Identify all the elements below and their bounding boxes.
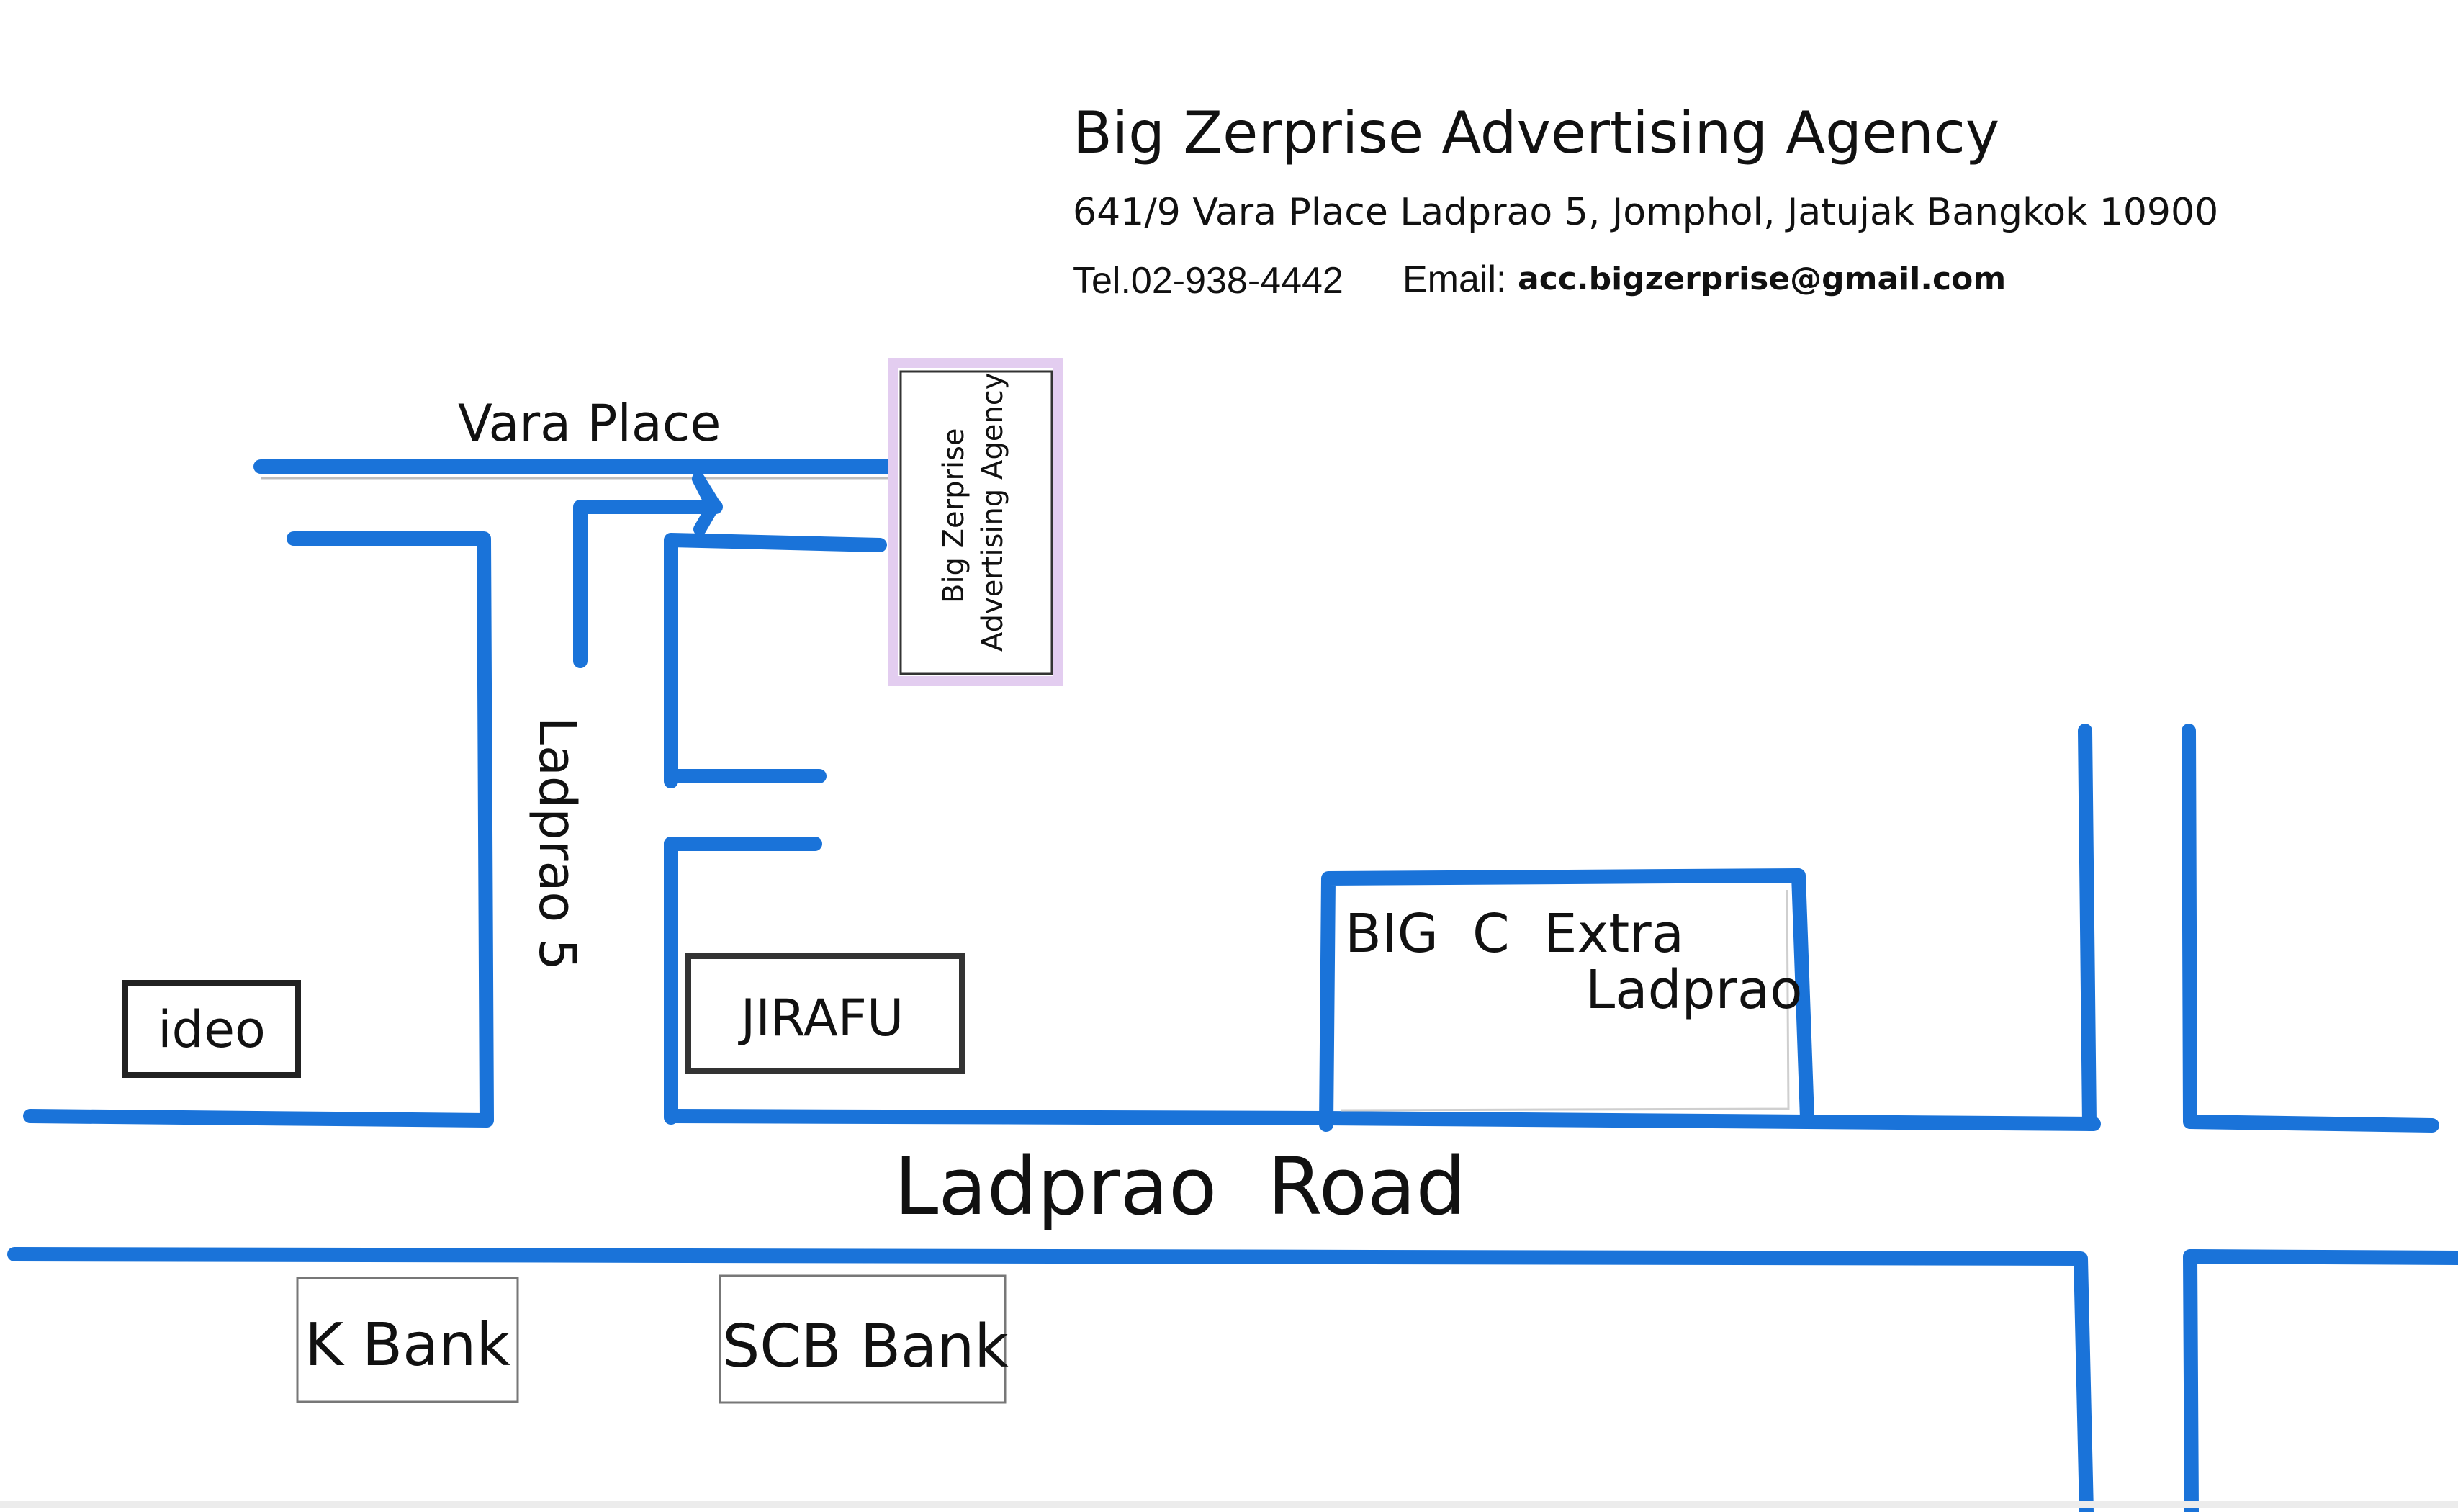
jirafu-label: JIRAFU [738, 989, 904, 1048]
road-network [7, 459, 2458, 1512]
company-name: Big Zerprise Advertising Agency [1073, 99, 1999, 166]
big-c-label-line2: Ladprao [1585, 959, 1803, 1021]
big-c-label-line1: BIG C Extra [1345, 903, 1684, 965]
road-right-north-west [2078, 724, 2097, 1131]
company-phone: Tel.02-938-4442 [1073, 260, 1343, 302]
scb-bank-box [719, 1274, 1007, 1404]
road-right-north-east [2182, 724, 2439, 1133]
landmark-scb-bank: SCB Bank [719, 1274, 1009, 1404]
company-address: 641/9 Vara Place Ladprao 5, Jomphol, Jat… [1073, 191, 2218, 234]
landmark-ideo: ideo [122, 980, 301, 1078]
agency-location: Big Zerprise Advertising Agency [888, 358, 1063, 686]
road-left-block [23, 531, 494, 1128]
street-label-vara-place: Vara Place [458, 394, 721, 453]
road-right-south-east [2183, 1249, 2458, 1512]
scb-bank-label: SCB Bank [722, 1313, 1009, 1381]
ideo-label: ideo [158, 1000, 266, 1059]
road-ladprao-south-edge [7, 1247, 2094, 1512]
k-bank-label: K Bank [305, 1311, 510, 1380]
ideo-box [122, 980, 301, 1078]
agency-highlight-border [888, 358, 1063, 686]
jirafu-box [685, 953, 965, 1074]
k-bank-box [296, 1277, 519, 1403]
email-address: acc.bigzerprise@gmail.com [1518, 261, 2006, 297]
road-ladprao-north-edge [664, 1109, 2101, 1131]
landmark-k-bank: K Bank [296, 1277, 519, 1403]
street-label-ladprao-5: Ladprao 5 [528, 717, 587, 971]
agency-label-line1: Big Zerprise [937, 428, 971, 603]
street-label-ladprao-road: Ladprao Road [894, 1140, 1466, 1233]
landmark-jirafu: JIRAFU [685, 953, 965, 1074]
email-label: Email: [1403, 258, 1506, 300]
landmark-big-c-extra: BIG C Extra Ladprao [1345, 903, 1803, 1021]
road-ladprao5-right-upper [664, 533, 887, 788]
road-ladprao5-kink [692, 472, 722, 536]
agency-label-line2: Advertising Agency [976, 373, 1009, 652]
big-c-inner-edge [1340, 889, 1790, 1112]
road-big-c-block [1319, 868, 1814, 1132]
agency-box [899, 370, 1053, 675]
